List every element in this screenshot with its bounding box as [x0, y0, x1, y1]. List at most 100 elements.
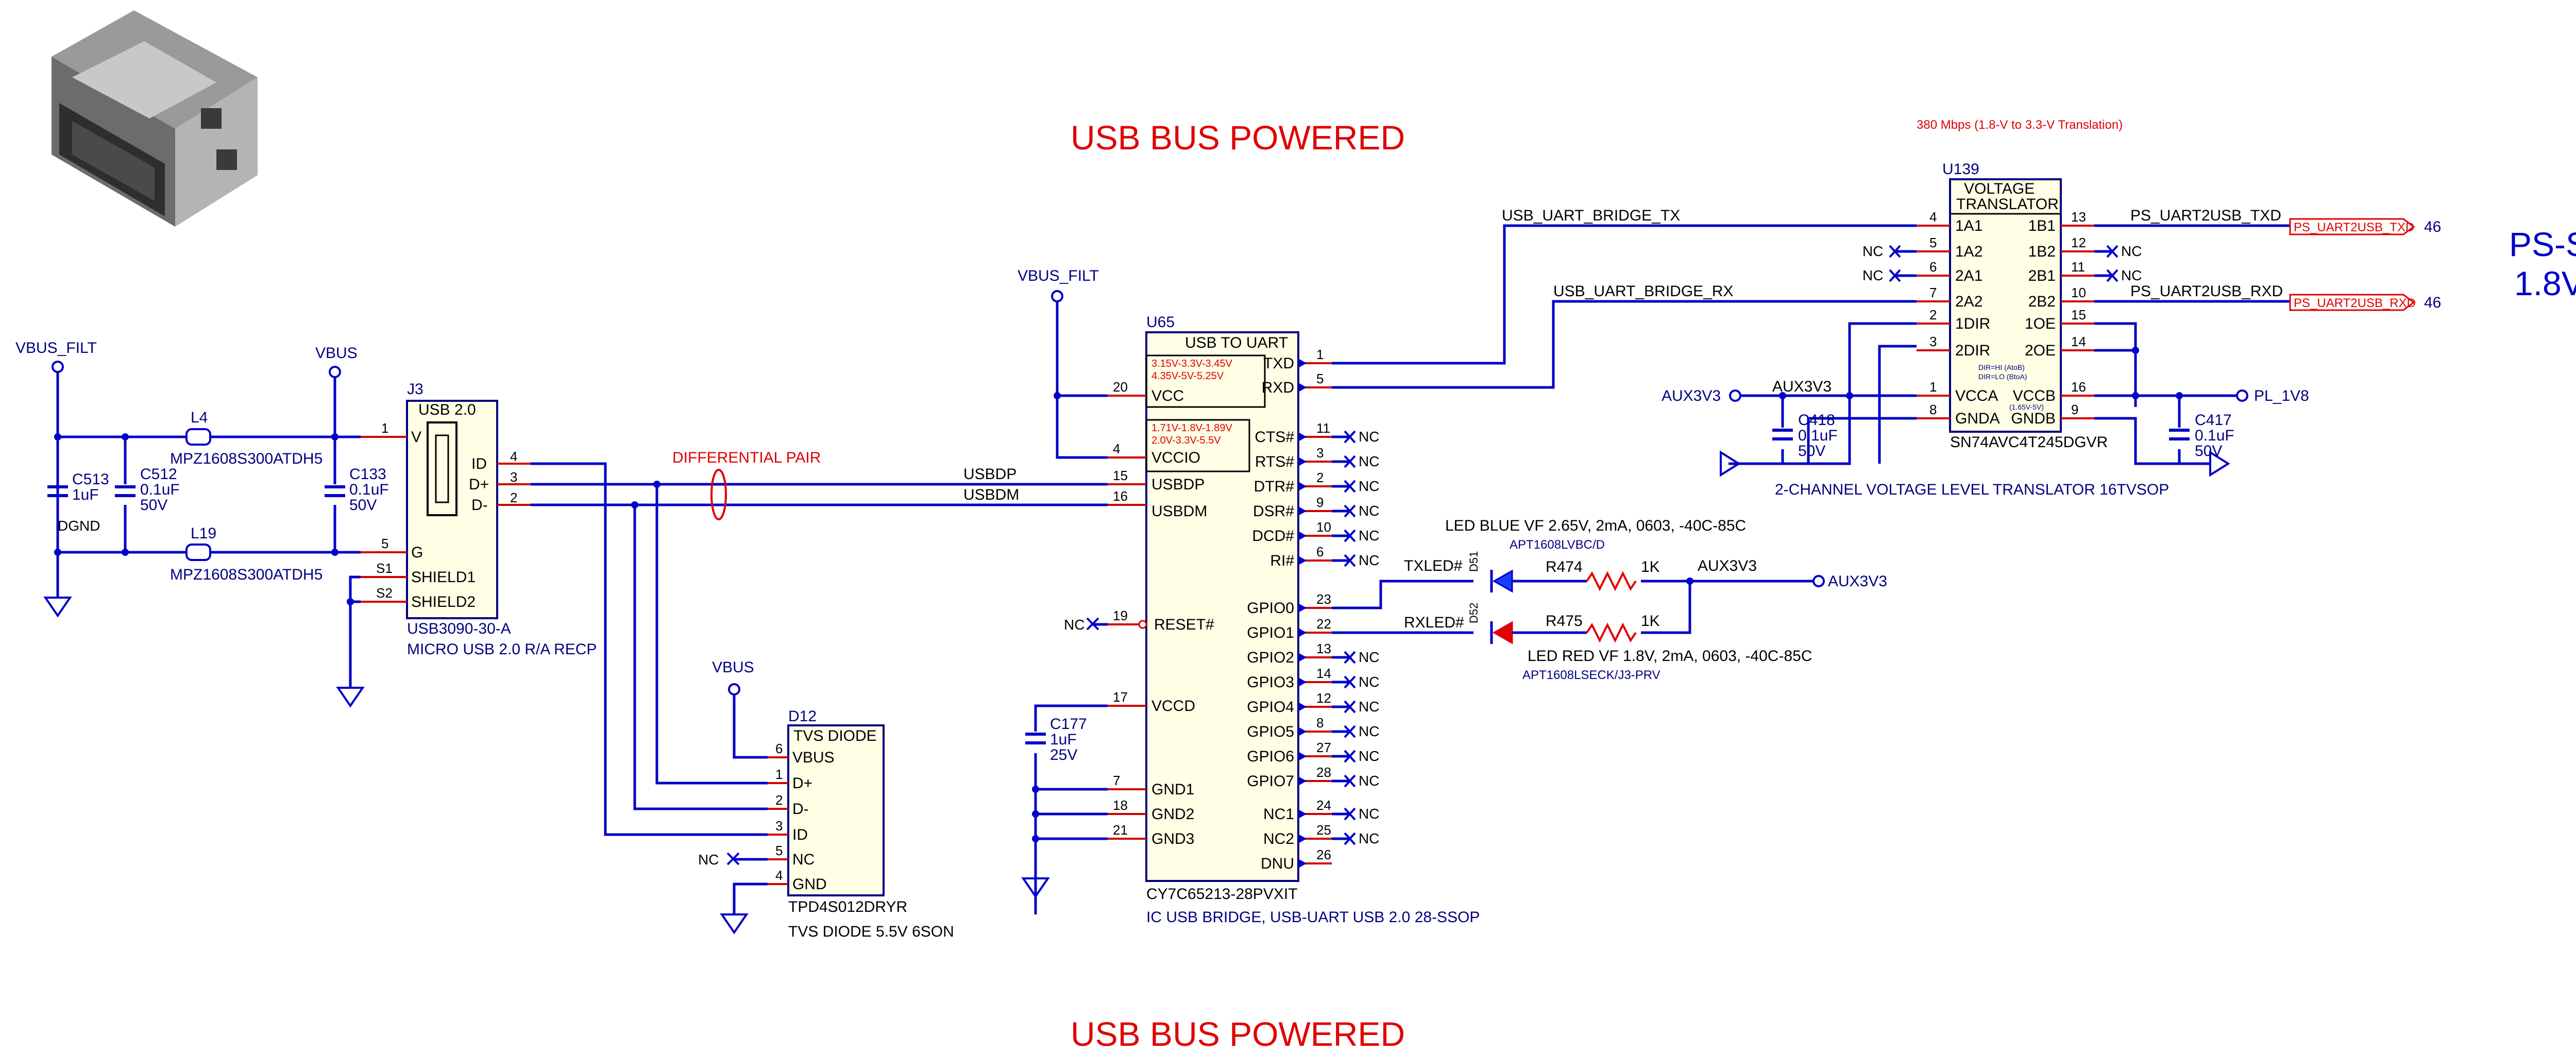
- d51-ref: D51: [1467, 551, 1480, 572]
- u65-pin-num: 10: [1316, 519, 1331, 535]
- nc-cross: [1344, 504, 1356, 518]
- d12-pin-num: 2: [775, 792, 783, 808]
- u65-pin-arrow: [1298, 359, 1307, 368]
- nc-cross: [1889, 245, 1901, 258]
- d52-part: APT1608LSECK/J3-PRV: [1522, 668, 1660, 682]
- d12-pin-name: D-: [792, 801, 809, 818]
- j3-part: USB3090-30-A: [407, 620, 511, 637]
- ps-txd-offpage: [2289, 218, 2415, 235]
- u65-pin-num: 7: [1113, 773, 1120, 788]
- j3-pin-num: 4: [510, 449, 517, 464]
- u139-pin-name: 2B1: [2028, 267, 2056, 284]
- u65-pin-arrow: [1298, 457, 1307, 466]
- c417-rating: 50V: [2195, 443, 2222, 460]
- rxled-label: RXLED#: [1404, 614, 1464, 631]
- u65-pin-num: 27: [1316, 740, 1331, 755]
- u139-translator: U139 VOLTAGE TRANSLATOR 41A151A262A172A2…: [1662, 161, 2441, 498]
- u65-pin-name: USBDP: [1151, 476, 1205, 493]
- u65-pin-arrow: [1298, 603, 1307, 613]
- j3-pin-name: SHIELD2: [411, 593, 476, 610]
- j3-pin-num: 3: [510, 469, 517, 485]
- ps-rxd-net: PS_UART2USB_RXD: [2130, 283, 2283, 300]
- u139-pin-name: GNDA: [1955, 410, 2000, 427]
- u65-pin-name: GND3: [1151, 830, 1194, 847]
- ps-txd-net: PS_UART2USB_TXD: [2130, 207, 2281, 224]
- u65-pin-name: GPIO5: [1247, 723, 1294, 740]
- aux-led-port: AUX3V3: [1828, 573, 1887, 590]
- nc-label: NC: [1064, 617, 1084, 633]
- u65-pin-arrow: [1298, 776, 1307, 786]
- differential-pair-marker: [710, 469, 727, 520]
- j3-pin-name: SHIELD1: [411, 569, 476, 586]
- nc-label: NC: [1862, 267, 1883, 283]
- c177-rating: 25V: [1050, 746, 1077, 763]
- vbus-d12-label: VBUS: [712, 659, 754, 676]
- vbus-filt-left-label: VBUS_FILT: [15, 340, 97, 357]
- j3-pin-num: 1: [381, 420, 388, 436]
- u139-pin-num: 11: [2071, 259, 2085, 275]
- u139-pin-name: 1B2: [2028, 243, 2056, 260]
- d12-pin-num: 1: [775, 767, 783, 782]
- nc-label: NC: [2121, 267, 2142, 283]
- u65-pin-num: 3: [1316, 445, 1324, 461]
- u65-pin-name: RTS#: [1255, 453, 1294, 470]
- nc-cross: [2106, 269, 2119, 282]
- j3-pin-name: D-: [471, 497, 488, 514]
- ps-side-label: PS-SIDE: [2509, 225, 2576, 263]
- j3-pin-num: 2: [510, 490, 517, 505]
- nc-label: NC: [1359, 773, 1379, 789]
- u139-desc: 2-CHANNEL VOLTAGE LEVEL TRANSLATOR 16TVS…: [1775, 481, 2169, 498]
- nc-label: NC: [1359, 503, 1379, 519]
- u139-pin-name: VCCA: [1955, 387, 1998, 404]
- u65-pin-name: VCC: [1151, 387, 1184, 404]
- u65-pin-num: 9: [1316, 495, 1324, 510]
- u65-title: USB TO UART: [1185, 334, 1288, 351]
- ps-txd-offpage-label: PS_UART2USB_TXD: [2294, 220, 2414, 234]
- c177-ref: C177: [1050, 716, 1087, 733]
- uart-bridge-nets: USB_UART_BRIDGE_TX USB_UART_BRIDGE_RX: [1332, 207, 1917, 389]
- nc-label: NC: [1359, 552, 1379, 568]
- aux-led-net: AUX3V3: [1698, 557, 1757, 574]
- u65-pin-name: GND2: [1151, 806, 1194, 823]
- u139-pin-name: VCCB: [2013, 387, 2056, 404]
- j3-pin-name: G: [411, 544, 423, 561]
- bridge-rx-label: USB_UART_BRIDGE_RX: [1553, 283, 1734, 300]
- u65-pin-name: GPIO4: [1247, 699, 1294, 716]
- nc-cross: [1344, 700, 1356, 714]
- status-leds: TXLED# RXLED# D51 LED BLUE VF 2.65V, 2mA…: [1332, 517, 1887, 682]
- vcc-note: 3.15V-3.3V-3.45V: [1151, 358, 1232, 369]
- nc-label: NC: [1359, 478, 1379, 494]
- d12-pin-num: 3: [775, 818, 783, 834]
- u65-pin-name: DCD#: [1252, 528, 1294, 545]
- u65-pin-name: NC2: [1263, 830, 1294, 847]
- u139-pin-num: 8: [1929, 402, 1937, 417]
- u65-pin-arrow: [1298, 506, 1307, 516]
- aux-mid-label: AUX3V3: [1772, 378, 1832, 395]
- io-voltage-label: 1.8V I/O: [2514, 264, 2576, 302]
- r474-ref: R474: [1546, 558, 1583, 575]
- u65-pin-arrow: [1298, 432, 1307, 442]
- u65-pin-name: VCCD: [1151, 698, 1195, 715]
- vcc-note: 4.35V-5V-5.25V: [1151, 370, 1224, 382]
- u139-right-pins: 131B1121B2112B1102B2151OE142OE16VCCB9GND…: [2011, 209, 2142, 427]
- u65-pin-num: 16: [1113, 488, 1128, 504]
- u139-pin-num: 10: [2071, 285, 2086, 300]
- c513-value: 1uF: [72, 486, 99, 503]
- u65-pin-num: 11: [1316, 420, 1330, 436]
- j3-pin-name: V: [411, 429, 421, 446]
- u65-pin-name: DNU: [1261, 855, 1294, 872]
- u65-usb-uart: VBUS_FILT U65 USB TO UART 3.15V-3.3V-3.4…: [1018, 267, 1480, 926]
- u139-pin-name: 2DIR: [1955, 342, 1990, 359]
- nc-cross: [1344, 480, 1356, 493]
- u65-pin-num: 18: [1113, 798, 1128, 813]
- translation-note: 380 Mbps (1.8-V to 3.3-V Translation): [1917, 118, 2123, 132]
- l4-part: MPZ1608S300ATDH5: [170, 450, 323, 467]
- d12-pin-name: GND: [792, 876, 827, 893]
- nc-label: NC: [1359, 528, 1379, 544]
- ps-rxd-offpage: [2289, 294, 2415, 311]
- nc-cross: [1344, 750, 1356, 763]
- nc-label: NC: [1359, 674, 1379, 690]
- nc-label: NC: [1359, 748, 1379, 764]
- usb-connector-image: [52, 10, 258, 227]
- nc-cross: [1344, 774, 1356, 788]
